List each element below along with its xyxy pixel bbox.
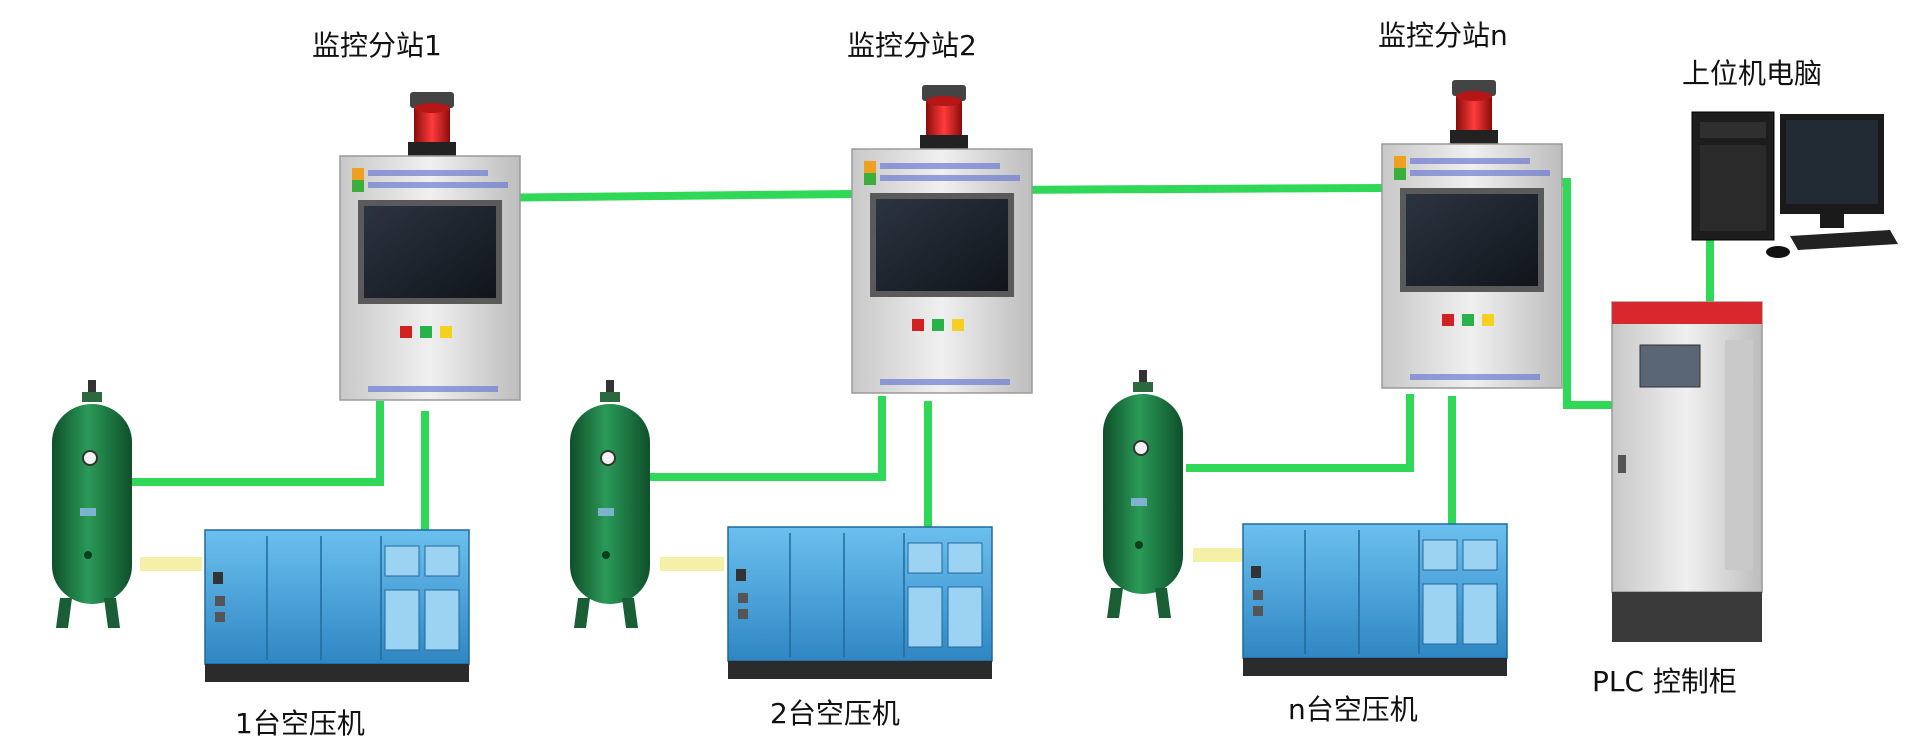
air-tank-2	[569, 379, 651, 629]
label-station-n: 监控分站n	[1378, 19, 1508, 52]
air-tank-n	[1102, 369, 1184, 619]
link-tankn-stationn	[1186, 394, 1414, 472]
label-compressor-1: 1台空压机	[235, 707, 365, 740]
air-compressor-1	[204, 529, 470, 683]
plc-cabinet	[1611, 301, 1763, 642]
label-host-pc: 上位机电脑	[1682, 57, 1823, 90]
monitoring-station-2	[851, 84, 1033, 394]
air-pipe-n	[1193, 548, 1243, 562]
label-station-1: 监控分站1	[312, 29, 442, 62]
air-pipe-1	[140, 557, 202, 571]
air-pipe-2	[660, 557, 724, 571]
monitoring-station-n	[1381, 79, 1563, 389]
air-tank-1	[51, 379, 133, 629]
label-plc-cabinet: PLC 控制柜	[1592, 665, 1737, 698]
monitoring-station-1	[339, 91, 521, 401]
link-station1-station2	[463, 189, 855, 203]
host-pc	[1691, 111, 1898, 258]
label-station-2: 监控分站2	[847, 29, 977, 62]
label-compressor-2: 2台空压机	[770, 697, 900, 730]
air-pipes	[140, 548, 1243, 571]
link-tank2-station2	[606, 396, 886, 481]
link-tank1-station1	[86, 401, 384, 486]
link-station2-stationn	[975, 183, 1388, 195]
air-compressor-n	[1242, 523, 1508, 677]
air-compressor-2	[727, 526, 993, 680]
label-compressor-n: n台空压机	[1288, 693, 1418, 726]
communication-links	[86, 178, 1714, 549]
